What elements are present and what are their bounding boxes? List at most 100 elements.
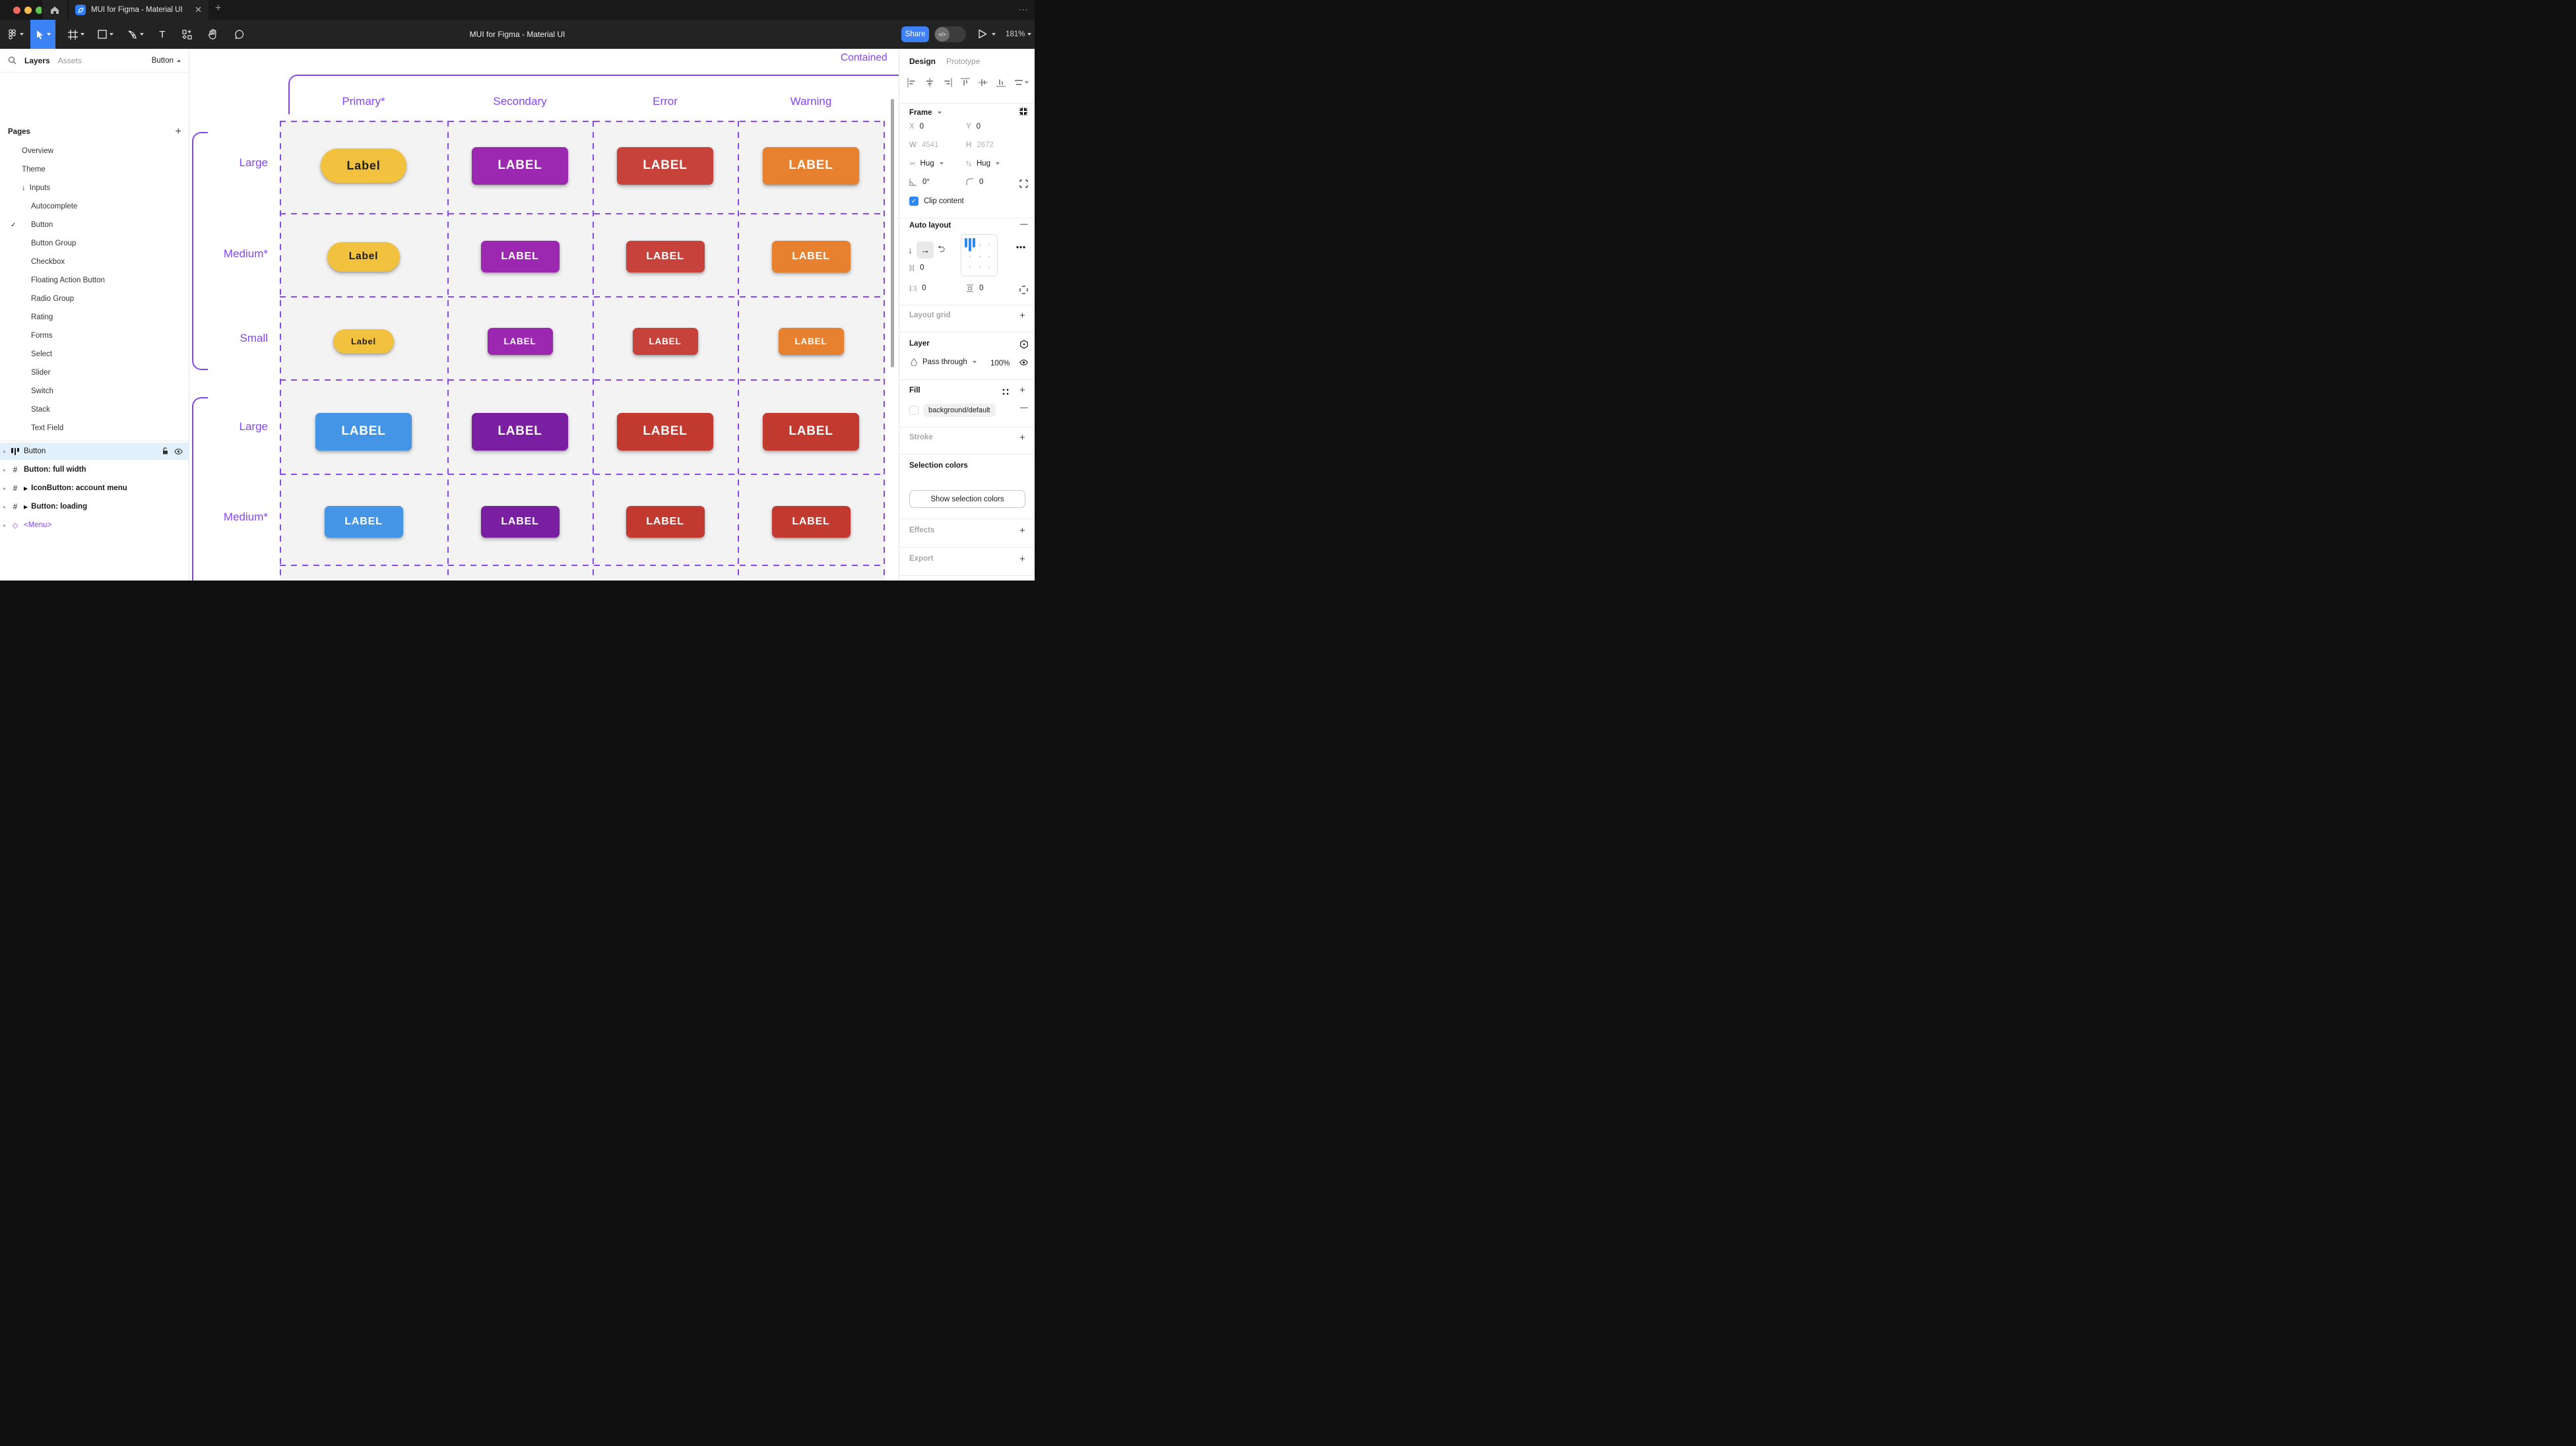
vertical-sizing-select[interactable]: ⤒⤓Hug [966, 160, 1000, 168]
layer-row-button-full-width[interactable]: ▸ # Button: full width [0, 461, 189, 478]
page-item-text-field[interactable]: Text Field [31, 424, 64, 432]
traffic-light-close[interactable] [13, 7, 20, 14]
add-export-button[interactable]: + [1019, 553, 1025, 565]
canvas-button[interactable]: LABEL [763, 412, 859, 451]
styles-icon[interactable] [1002, 388, 1010, 396]
eye-icon[interactable] [174, 448, 183, 455]
page-item-stack[interactable]: Stack [31, 406, 50, 414]
align-left-icon[interactable] [907, 78, 917, 87]
collapse-panel-icon[interactable] [1019, 107, 1028, 116]
canvas-button[interactable]: LABEL [315, 412, 412, 451]
padding-horizontal-field[interactable]: |□|0 [909, 284, 926, 292]
canvas-button[interactable]: Label [333, 329, 394, 354]
page-quick-selector[interactable]: Button [152, 57, 181, 65]
expand-chevron-icon[interactable]: ▸ [3, 522, 6, 528]
canvas-button[interactable]: LABEL [480, 506, 560, 538]
canvas-button[interactable]: LABEL [626, 506, 705, 538]
fill-color-swatch[interactable] [909, 406, 918, 415]
tab-prototype[interactable]: Prototype [946, 57, 981, 66]
eye-icon[interactable] [1019, 360, 1028, 365]
page-item-slider[interactable]: Slider [31, 369, 51, 377]
frame-section-header[interactable]: Frame [909, 105, 942, 121]
direction-right-icon-selected[interactable]: → [917, 241, 934, 259]
canvas-button[interactable]: LABEL [324, 506, 403, 538]
opacity-value[interactable]: 100% [990, 360, 1010, 367]
page-item-button-group[interactable]: Button Group [31, 239, 77, 247]
direction-down-icon[interactable]: ↓ [908, 245, 913, 255]
clip-content-row[interactable]: ✓ Clip content [909, 197, 964, 206]
canvas-button[interactable]: Label [321, 148, 406, 183]
traffic-light-zoom[interactable] [36, 7, 43, 14]
canvas-button[interactable]: LABEL [778, 327, 844, 355]
text-tool[interactable]: T [159, 28, 166, 40]
padding-vertical-field[interactable]: 0 [966, 284, 983, 292]
page-item-fab[interactable]: Floating Action Button [31, 276, 105, 284]
window-more-icon[interactable]: ⋯ [1019, 4, 1029, 15]
zoom-menu[interactable]: 181% [1006, 26, 1032, 42]
canvas-button[interactable]: LABEL [763, 146, 859, 185]
wrap-icon[interactable]: ⮌ [938, 243, 946, 254]
add-fill-button[interactable]: + [1019, 385, 1025, 396]
add-stroke-button[interactable]: + [1019, 432, 1025, 443]
layer-row-menu-component[interactable]: ▸ ◇ <Menu> [0, 517, 189, 534]
dev-mode-toggle[interactable]: </> [934, 26, 966, 42]
fill-style-chip[interactable]: background/default [923, 404, 996, 417]
page-item-forms[interactable]: Forms [31, 332, 53, 340]
page-item-button-current[interactable]: ✓Button [11, 221, 53, 229]
page-item-overview[interactable]: Overview [22, 147, 53, 155]
new-tab-button[interactable]: + [215, 3, 222, 14]
align-bottom-icon[interactable] [996, 78, 1006, 87]
move-tool-selected[interactable] [30, 20, 55, 49]
canvas-button[interactable]: Label [327, 241, 400, 272]
page-item-radio-group[interactable]: Radio Group [31, 295, 75, 303]
align-v-center-icon[interactable] [979, 78, 988, 87]
canvas-scrollbar[interactable] [891, 99, 894, 367]
canvas-button[interactable]: LABEL [472, 412, 568, 451]
canvas-button[interactable]: LABEL [617, 412, 713, 451]
canvas-button[interactable]: LABEL [771, 506, 851, 538]
traffic-light-minimize[interactable] [24, 7, 32, 14]
expand-chevron-icon[interactable]: ▸ [3, 503, 6, 510]
expand-chevron-icon[interactable]: ▸ [3, 466, 6, 473]
home-tab[interactable] [42, 0, 68, 20]
fill-row[interactable]: background/default [909, 404, 996, 417]
page-item-rating[interactable]: Rating [31, 313, 53, 321]
align-right-icon[interactable] [943, 78, 952, 87]
page-item-switch[interactable]: Switch [31, 387, 53, 395]
canvas-button[interactable]: LABEL [472, 146, 568, 185]
frame-tool[interactable] [61, 20, 91, 49]
main-menu-button[interactable] [0, 20, 30, 49]
share-button[interactable]: Share [901, 26, 929, 42]
align-top-icon[interactable] [961, 78, 970, 87]
page-item-theme[interactable]: Theme [22, 166, 46, 173]
shape-tool[interactable] [91, 20, 120, 49]
resources-tool[interactable] [174, 20, 199, 49]
canvas-button[interactable]: LABEL [626, 241, 705, 272]
alignment-grid-widget[interactable] [961, 234, 998, 276]
blend-mode-icon[interactable] [1019, 340, 1029, 349]
layer-row-iconbutton-account-menu[interactable]: ▸ # ▶ IconButton: account menu [0, 480, 189, 497]
tab-close-icon[interactable]: ✕ [195, 5, 202, 15]
gap-field[interactable]: ]|[0 [909, 264, 924, 272]
canvas-button[interactable]: LABEL [632, 327, 698, 355]
lock-open-icon[interactable] [162, 447, 169, 455]
checkbox-checked-icon[interactable]: ✓ [909, 197, 918, 206]
show-selection-colors-button[interactable]: Show selection colors [909, 490, 1025, 508]
present-button[interactable] [978, 29, 996, 39]
remove-fill-button[interactable]: — [1020, 404, 1028, 412]
page-item-select[interactable]: Select [31, 350, 52, 358]
canvas-button[interactable]: LABEL [617, 146, 713, 185]
blend-mode-row[interactable]: Pass through [911, 358, 977, 366]
canvas-button[interactable]: LABEL [480, 241, 560, 272]
align-h-center-icon[interactable] [925, 78, 934, 87]
expand-chevron-icon[interactable]: ▸ [3, 485, 6, 491]
corner-radius-field[interactable]: 0 [966, 178, 983, 186]
canvas-button[interactable]: LABEL [771, 241, 851, 272]
rotation-field[interactable]: 0° [909, 178, 930, 186]
tab-design[interactable]: Design [909, 57, 936, 66]
horizontal-sizing-select[interactable]: ><Hug [909, 160, 944, 168]
frame-title[interactable]: Contained [841, 52, 887, 63]
tab-assets[interactable]: Assets [57, 55, 82, 65]
